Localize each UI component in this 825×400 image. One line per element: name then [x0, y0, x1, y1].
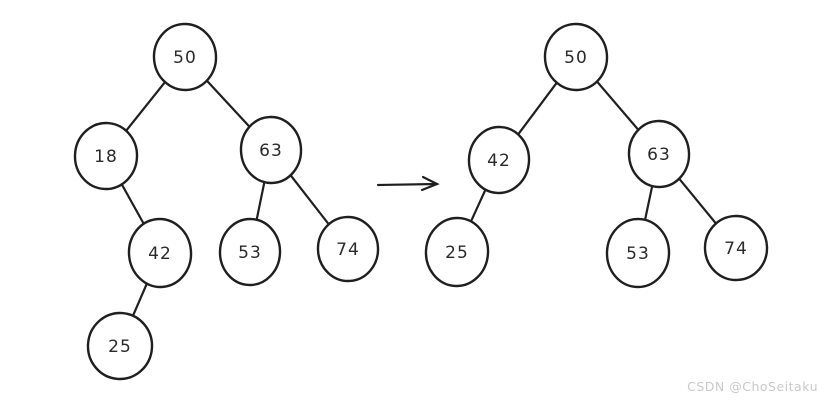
- edge-42-25: [469, 188, 487, 223]
- edge-50-18: [125, 81, 166, 132]
- tree-node-53: 53: [605, 217, 671, 289]
- tree-node-42: 42: [127, 217, 193, 289]
- bst-after: 50 42 63 25 53 74: [424, 22, 769, 289]
- tree-node-42: 42: [467, 125, 531, 195]
- node-label: 74: [724, 239, 748, 259]
- node-label: 18: [94, 147, 118, 167]
- node-circle: [152, 22, 218, 92]
- node-label: 25: [108, 337, 132, 357]
- node-circle: [627, 119, 691, 189]
- tree-node-63: 63: [627, 119, 691, 189]
- node-circle: [424, 216, 490, 288]
- transform-arrow-head: [420, 175, 440, 192]
- node-label: 63: [647, 145, 671, 165]
- edge-63-74: [678, 178, 717, 224]
- watermark: CSDN @ChoSeitaku: [687, 379, 818, 394]
- tree-node-74: 74: [316, 215, 380, 283]
- node-label: 74: [336, 240, 360, 260]
- bst-before: 50 18 63 42 53 74 25: [73, 22, 380, 381]
- edge-18-42: [120, 183, 145, 225]
- edge-63-53: [255, 180, 266, 222]
- node-label: 42: [487, 151, 511, 171]
- node-label: 42: [148, 244, 172, 264]
- node-label: 50: [173, 48, 197, 68]
- edge-63-53: [643, 184, 654, 222]
- tree-node-74: 74: [703, 214, 769, 282]
- transform-arrow-shaft: [376, 182, 439, 187]
- node-label: 50: [564, 48, 588, 68]
- tree-node-25: 25: [424, 216, 490, 288]
- node-label: 53: [626, 244, 650, 264]
- edge-42-25: [132, 282, 148, 317]
- node-circle: [605, 217, 671, 289]
- tree-node-50: 50: [543, 22, 609, 92]
- node-circle: [543, 22, 609, 92]
- edge-50-42: [517, 82, 558, 136]
- edge-63-74: [289, 174, 330, 225]
- node-label: 25: [445, 243, 469, 263]
- tree-node-53: 53: [218, 217, 282, 287]
- edge-50-63: [596, 80, 639, 131]
- node-circle: [218, 217, 282, 287]
- node-label: 63: [259, 141, 283, 161]
- tree-node-63: 63: [239, 115, 303, 185]
- node-circle: [703, 214, 769, 282]
- edge-50-63: [206, 80, 251, 128]
- node-circle: [316, 215, 380, 283]
- node-circle: [127, 217, 193, 289]
- transform-arrow: [376, 175, 440, 192]
- node-circle: [86, 311, 154, 381]
- node-circle: [73, 121, 139, 191]
- tree-node-50: 50: [152, 22, 218, 92]
- tree-node-25: 25: [86, 311, 154, 381]
- node-circle: [239, 115, 303, 185]
- node-label: 53: [238, 243, 262, 263]
- tree-node-18: 18: [73, 121, 139, 191]
- node-circle: [467, 125, 531, 195]
